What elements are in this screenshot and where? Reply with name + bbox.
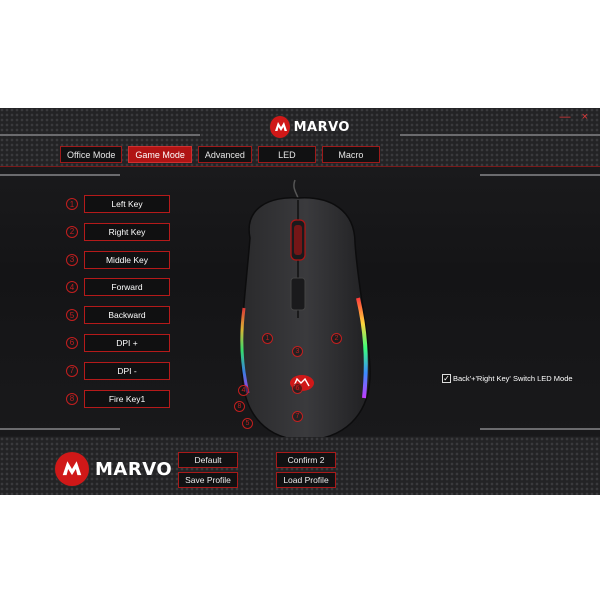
dpi-plus-button[interactable]: DPI + bbox=[84, 333, 170, 352]
key-number-badge: 5 bbox=[66, 309, 78, 322]
tab-macro[interactable]: Macro bbox=[321, 146, 380, 163]
fire-key-button[interactable]: Fire Key1 bbox=[84, 389, 170, 408]
key-row: 5 Backward bbox=[66, 305, 170, 325]
left-key-button[interactable]: Left Key bbox=[84, 195, 170, 213]
key-number-badge: 6 bbox=[66, 336, 78, 349]
key-number-badge: 3 bbox=[66, 253, 78, 266]
key-row: 1 Left Key bbox=[66, 194, 170, 214]
marvo-app-window: — × MARVO Office Mode Game Mode Advanced… bbox=[0, 108, 600, 495]
mouse-callout-7: 7 bbox=[292, 411, 303, 422]
mouse-callout-3: 3 bbox=[292, 346, 303, 357]
tab-led[interactable]: LED bbox=[257, 146, 316, 163]
key-number-badge: 7 bbox=[66, 364, 78, 377]
key-row: 2 Right Key bbox=[66, 222, 170, 242]
profile-actions: Default Confirm 2 Save Profile Load Prof… bbox=[178, 452, 336, 488]
key-row: 6 DPI + bbox=[66, 333, 170, 353]
key-row: 7 DPI - bbox=[66, 361, 170, 381]
gaming-mouse-icon bbox=[240, 179, 371, 441]
marvo-logo-icon bbox=[55, 452, 89, 486]
mouse-callout-2: 2 bbox=[331, 333, 342, 344]
close-button[interactable]: × bbox=[581, 111, 592, 123]
window-controls: — × bbox=[560, 111, 593, 123]
right-key-button[interactable]: Right Key bbox=[84, 222, 170, 241]
mouse-callout-4: 4 bbox=[238, 385, 249, 396]
brand-logo-bottom: MARVO bbox=[55, 452, 172, 486]
main-top-rule bbox=[0, 166, 600, 167]
main-chevron-top-left bbox=[0, 174, 120, 176]
key-row: 3 Middle Key bbox=[66, 250, 170, 270]
confirm-button[interactable]: Confirm 2 bbox=[276, 452, 336, 468]
led-mode-checkbox[interactable]: ✓ bbox=[442, 374, 451, 383]
mouse-callout-1: 1 bbox=[262, 333, 273, 344]
save-profile-button[interactable]: Save Profile bbox=[178, 472, 238, 488]
mode-tabs: Office Mode Game Mode Advanced LED Macro bbox=[60, 146, 380, 163]
dpi-minus-button[interactable]: DPI - bbox=[84, 361, 170, 380]
tab-advanced[interactable]: Advanced bbox=[197, 146, 252, 163]
brand-name: MARVO bbox=[95, 458, 173, 480]
key-number-badge: 1 bbox=[66, 198, 78, 210]
tab-game-mode[interactable]: Game Mode bbox=[128, 146, 192, 163]
load-profile-button[interactable]: Load Profile bbox=[276, 472, 336, 488]
minimize-button[interactable]: — bbox=[559, 111, 575, 123]
key-number-badge: 4 bbox=[66, 281, 78, 294]
main-chevron-bottom-right bbox=[480, 428, 600, 430]
forward-key-button[interactable]: Forward bbox=[84, 278, 170, 297]
backward-key-button[interactable]: Backward bbox=[84, 306, 170, 325]
main-chevron-top-right bbox=[480, 174, 600, 176]
brand-name: MARVO bbox=[293, 119, 350, 135]
tab-office-mode[interactable]: Office Mode bbox=[60, 146, 123, 163]
mouse-callout-8: 8 bbox=[234, 401, 245, 412]
marvo-logo-icon bbox=[270, 116, 290, 138]
main-chevron-bottom-left bbox=[0, 428, 120, 430]
led-switch-option: ✓ Back'+'Right Key' Switch LED Mode bbox=[442, 374, 573, 383]
key-assignment-list: 1 Left Key 2 Right Key 3 Middle Key 4 Fo… bbox=[66, 194, 170, 416]
key-number-badge: 8 bbox=[66, 392, 78, 405]
middle-key-button[interactable]: Middle Key bbox=[84, 250, 170, 269]
mouse-callout-6: 6 bbox=[292, 383, 303, 394]
mouse-callout-5: 5 bbox=[242, 418, 253, 429]
header-divider-left bbox=[0, 134, 200, 136]
key-number-badge: 2 bbox=[66, 225, 78, 238]
key-row: 8 Fire Key1 bbox=[66, 389, 170, 409]
mouse-illustration: 1 2 3 4 5 6 7 8 bbox=[230, 178, 380, 453]
brand-logo-top: MARVO bbox=[270, 115, 350, 139]
led-mode-label: Back'+'Right Key' Switch LED Mode bbox=[453, 374, 573, 383]
default-button[interactable]: Default bbox=[178, 452, 238, 468]
key-row: 4 Forward bbox=[66, 277, 170, 297]
header-divider-right bbox=[400, 134, 600, 136]
